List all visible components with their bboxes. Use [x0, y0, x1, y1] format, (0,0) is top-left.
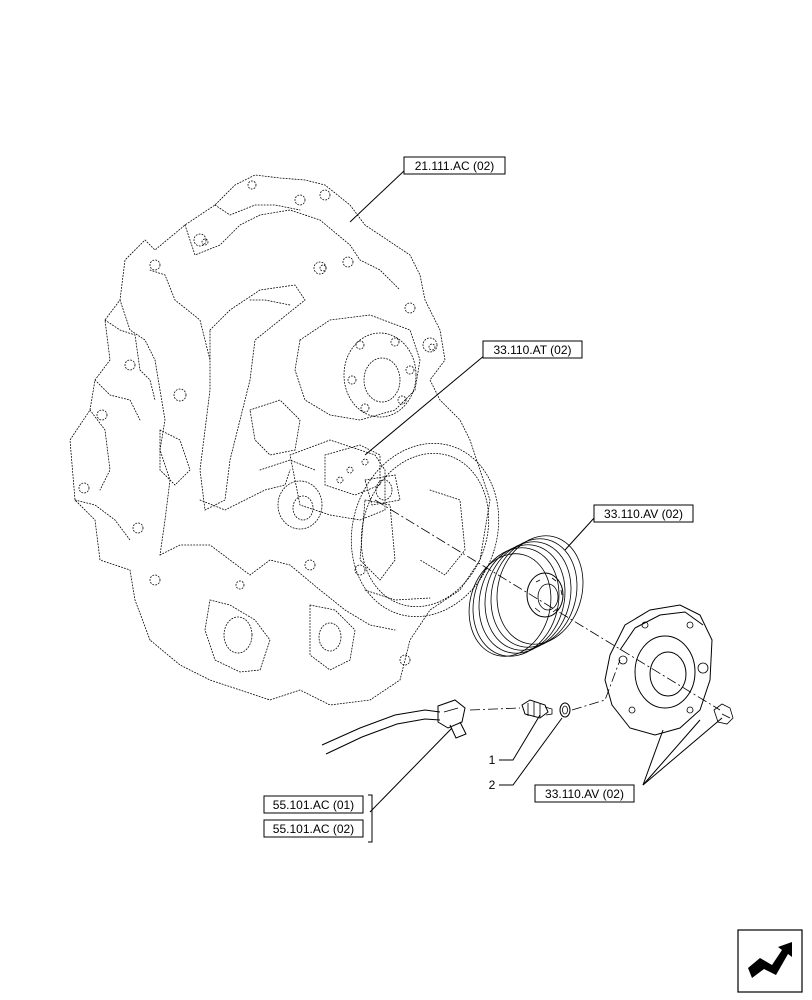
brake-housing-ring [350, 443, 500, 617]
svg-text:21.111.AC (02): 21.111.AC (02) [415, 159, 495, 173]
ref-label-valve-block[interactable]: 33.110.AT (02) [482, 340, 583, 359]
sensor-axis-line [469, 659, 621, 711]
transmission-housing [69, 174, 491, 706]
ref-label-cover[interactable]: 33.110.AV (02) [534, 784, 635, 803]
brake-disc-pack [468, 535, 584, 657]
o-ring [559, 702, 571, 718]
wiring-harness [321, 699, 467, 755]
ref-label-brake-disc[interactable]: 33.110.AV (02) [593, 504, 694, 523]
svg-text:33.110.AV (02): 33.110.AV (02) [604, 507, 683, 521]
svg-text:33.110.AT (02): 33.110.AT (02) [493, 343, 571, 357]
svg-text:55.101.AC (02): 55.101.AC (02) [273, 822, 354, 836]
valve-block [289, 439, 401, 521]
svg-text:55.101.AC (01): 55.101.AC (01) [273, 798, 354, 812]
svg-text:33.110.AV (02): 33.110.AV (02) [545, 787, 624, 801]
direction-arrow-icon[interactable] [737, 929, 803, 993]
leader-lines [349, 169, 723, 843]
center-axis-line [374, 499, 721, 711]
speed-sensor [521, 699, 553, 719]
ref-label-harness-2[interactable]: 55.101.AC (02) [263, 819, 364, 838]
end-cover [604, 604, 734, 736]
part-number-o-ring: 2 [489, 778, 496, 792]
ref-label-housing[interactable]: 21.111.AC (02) [403, 156, 506, 175]
ref-label-harness-1[interactable]: 55.101.AC (01) [263, 795, 364, 814]
part-number-sensor: 1 [489, 753, 496, 767]
